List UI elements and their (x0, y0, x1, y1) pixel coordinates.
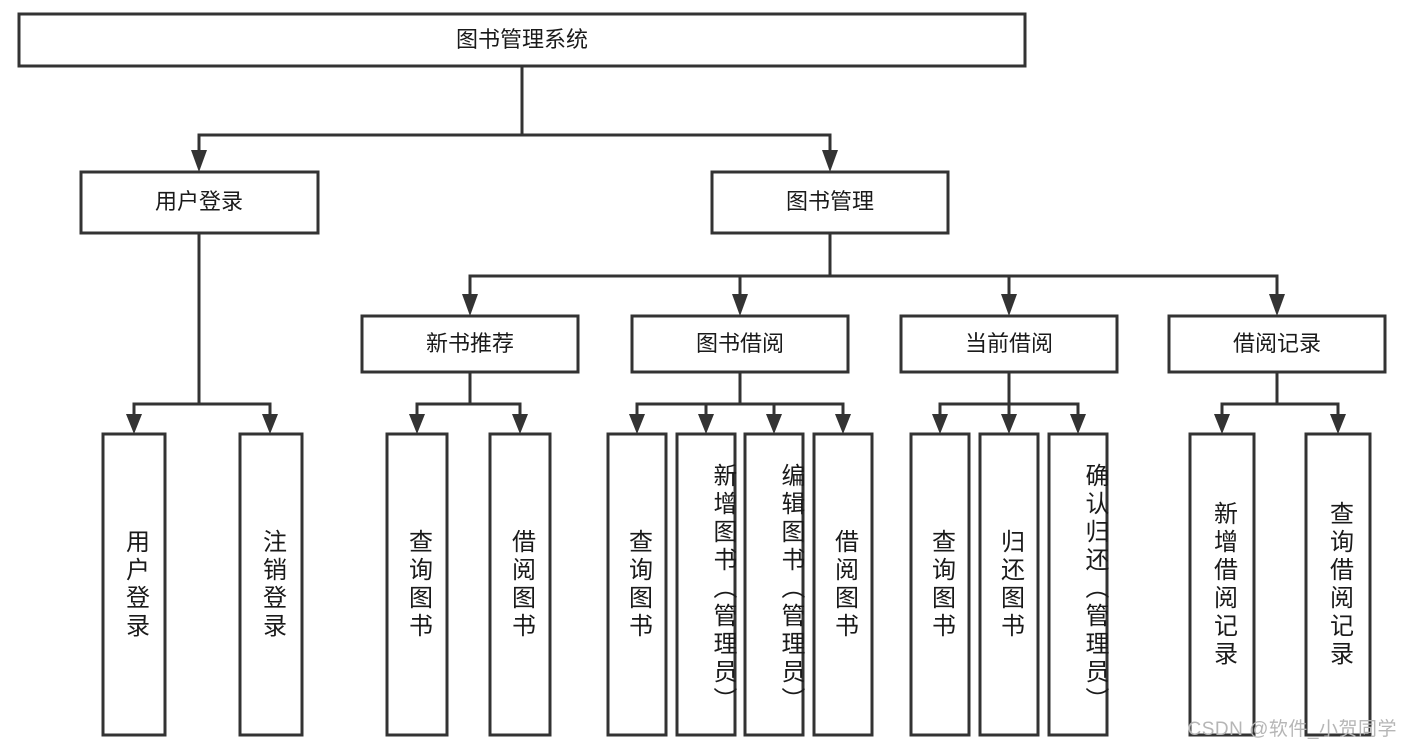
arrow-bookborrow-to-leaf1 (698, 414, 714, 434)
leaf-box-borrow-record-1[interactable] (1304, 432, 1372, 737)
node-box-current-borrow[interactable] (899, 314, 1119, 374)
node-box-book-borrow[interactable] (630, 314, 850, 374)
arrow-currentborrow-to-leaf2 (1070, 414, 1086, 434)
connector-group-user-login (126, 231, 278, 434)
leaf-box-book-borrow-1[interactable] (675, 432, 737, 737)
arrow-bookborrow-to-leaf3 (835, 414, 851, 434)
arrow-userlogin-to-leaf1 (262, 414, 278, 434)
node-box-book-management[interactable] (710, 170, 950, 235)
connector-group-new-book (409, 370, 528, 434)
arrow-borrowrecord-to-leaf1 (1330, 414, 1346, 434)
leaf-box-current-borrow-0[interactable] (909, 432, 971, 737)
connector-group-borrow-record (1214, 370, 1346, 434)
arrow-bookborrow-to-leaf0 (629, 414, 645, 434)
node-label-new-book-recommend: 新书推荐 (426, 331, 514, 356)
arrow-bookmgmt-to-record (1269, 294, 1285, 316)
connector-group-current-borrow (932, 370, 1086, 434)
connector-group-book-mgmt (462, 231, 1285, 316)
arrow-userlogin-to-leaf0 (126, 414, 142, 434)
node-box-user-login[interactable] (79, 170, 320, 235)
connector-group-book-borrow (629, 370, 851, 434)
arrow-newbook-to-leaf0 (409, 414, 425, 434)
arrow-root-to-book-mgmt (822, 150, 838, 172)
leaf-box-user-login-1[interactable] (238, 432, 304, 737)
node-box-new-book-recommend[interactable] (360, 314, 580, 374)
arrow-newbook-to-leaf1 (512, 414, 528, 434)
arrow-bookmgmt-to-new (462, 294, 478, 316)
leaf-box-current-borrow-1[interactable] (978, 432, 1040, 737)
node-label-book-management: 图书管理 (786, 189, 874, 214)
leaf-box-current-borrow-2[interactable] (1047, 432, 1109, 737)
connector-group-root (191, 64, 838, 172)
node-label-root: 图书管理系统 (456, 27, 588, 52)
node-label-book-borrow: 图书借阅 (696, 331, 784, 356)
arrow-root-to-user-login (191, 150, 207, 172)
arrow-bookmgmt-to-current (1001, 294, 1017, 316)
leaf-box-new-book-0[interactable] (385, 432, 449, 737)
leaf-box-book-borrow-2[interactable] (743, 432, 805, 737)
node-box-borrow-record[interactable] (1167, 314, 1387, 374)
arrow-bookmgmt-to-borrow (732, 294, 748, 316)
node-label-user-login: 用户登录 (155, 189, 243, 214)
leaf-box-user-login-0[interactable] (101, 432, 167, 737)
node-label-current-borrow: 当前借阅 (965, 331, 1053, 356)
node-box-root[interactable] (17, 12, 1027, 68)
leaf-box-book-borrow-0[interactable] (606, 432, 668, 737)
arrow-currentborrow-to-leaf1 (1001, 414, 1017, 434)
leaf-box-new-book-1[interactable] (488, 432, 552, 737)
csdn-watermark: CSDN @软件_小贺同学 (1187, 719, 1397, 740)
arrow-bookborrow-to-leaf2 (766, 414, 782, 434)
leaf-box-book-borrow-3[interactable] (812, 432, 874, 737)
arrow-borrowrecord-to-leaf0 (1214, 414, 1230, 434)
arrow-currentborrow-to-leaf0 (932, 414, 948, 434)
leaf-box-borrow-record-0[interactable] (1188, 432, 1256, 737)
node-label-borrow-record: 借阅记录 (1233, 331, 1321, 356)
